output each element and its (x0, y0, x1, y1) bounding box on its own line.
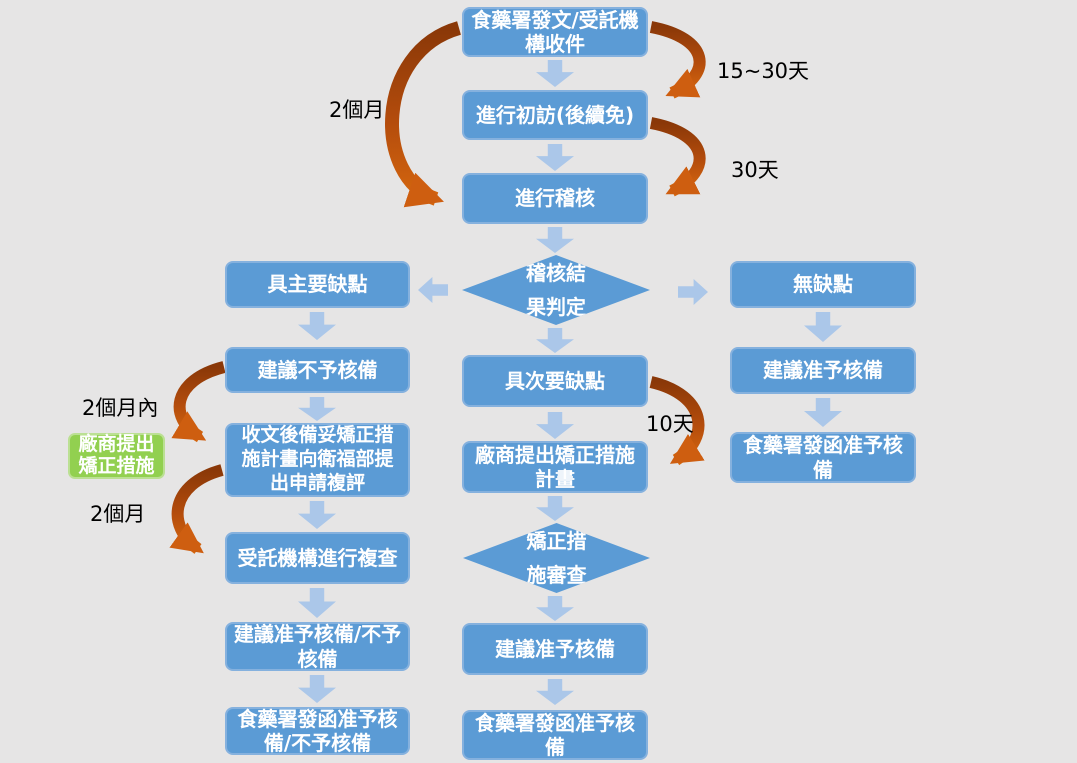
down-arrow-icon (298, 397, 336, 421)
down-arrow-icon (298, 588, 336, 618)
node-major-defect: 具主要缺點 (225, 261, 410, 308)
down-arrow-icon (536, 328, 574, 353)
node-fda-letter-approve-right: 食藥署發函准予核 備 (730, 432, 916, 483)
curved-arrow-2months-top (385, 21, 462, 208)
down-arrow-icon (804, 312, 842, 342)
down-arrow-icon (536, 227, 574, 253)
down-arrow-icon (298, 312, 336, 340)
node-minor-defect: 具次要缺點 (462, 355, 648, 407)
node-audit-decision: 稽核結 果判定 (462, 255, 650, 325)
node-corrective-review: 矯正措 施審查 (463, 523, 650, 593)
curved-arrow-15-30days (649, 21, 706, 99)
node-fda-letter-approve-mid: 食藥署發函准予核 備 (462, 710, 648, 760)
down-arrow-icon (536, 60, 574, 87)
down-arrow-icon (298, 501, 336, 529)
down-arrow-icon (298, 675, 336, 703)
down-arrow-icon (536, 496, 574, 521)
left-arrow-icon (418, 277, 448, 303)
node-suggest-approve-mid: 建議准予核備 (462, 623, 648, 675)
node-suggest-approve-or-not: 建議准予核備/不予 核備 (225, 622, 410, 671)
duration-label-15-30days: 15~30天 (717, 59, 810, 83)
down-arrow-icon (536, 412, 574, 439)
node-audit: 進行稽核 (462, 173, 648, 224)
curved-arrow-2months-recheck (169, 464, 224, 554)
down-arrow-icon (536, 596, 574, 621)
right-arrow-icon (678, 279, 708, 305)
curved-arrow-2months-reevaluation (171, 361, 226, 443)
note-vendor-corrective: 廠商提出 矯正措施 (68, 433, 165, 479)
node-initial-visit: 進行初訪(後續免) (462, 90, 648, 140)
down-arrow-icon (536, 144, 574, 171)
duration-label-10days: 10天 (646, 412, 694, 436)
down-arrow-icon (804, 398, 842, 427)
node-agency-recheck: 受託機構進行複查 (225, 532, 410, 584)
node-no-defect: 無缺點 (730, 261, 916, 308)
duration-label-2months-reevaluation: 2個月內 (82, 396, 159, 420)
node-suggest-not-approve: 建議不予核備 (225, 347, 410, 393)
duration-label-30days: 30天 (731, 158, 779, 182)
node-vendor-corrective-plan: 廠商提出矯正措施 計畫 (462, 441, 648, 493)
down-arrow-icon (536, 679, 574, 705)
node-fda-dispatch: 食藥署發文/受託機 構收件 (462, 7, 648, 57)
node-submit-reevaluation: 收文後備妥矯正措 施計畫向衛福部提 出申請複評 (225, 423, 410, 497)
node-suggest-approve-right: 建議准予核備 (730, 347, 916, 394)
duration-label-2months-recheck: 2個月 (90, 502, 146, 526)
duration-label-2months-top: 2個月 (329, 98, 385, 122)
node-fda-letter-approve-or-not: 食藥署發函准予核 備/不予核備 (225, 707, 410, 755)
curved-arrow-30days (649, 117, 706, 197)
